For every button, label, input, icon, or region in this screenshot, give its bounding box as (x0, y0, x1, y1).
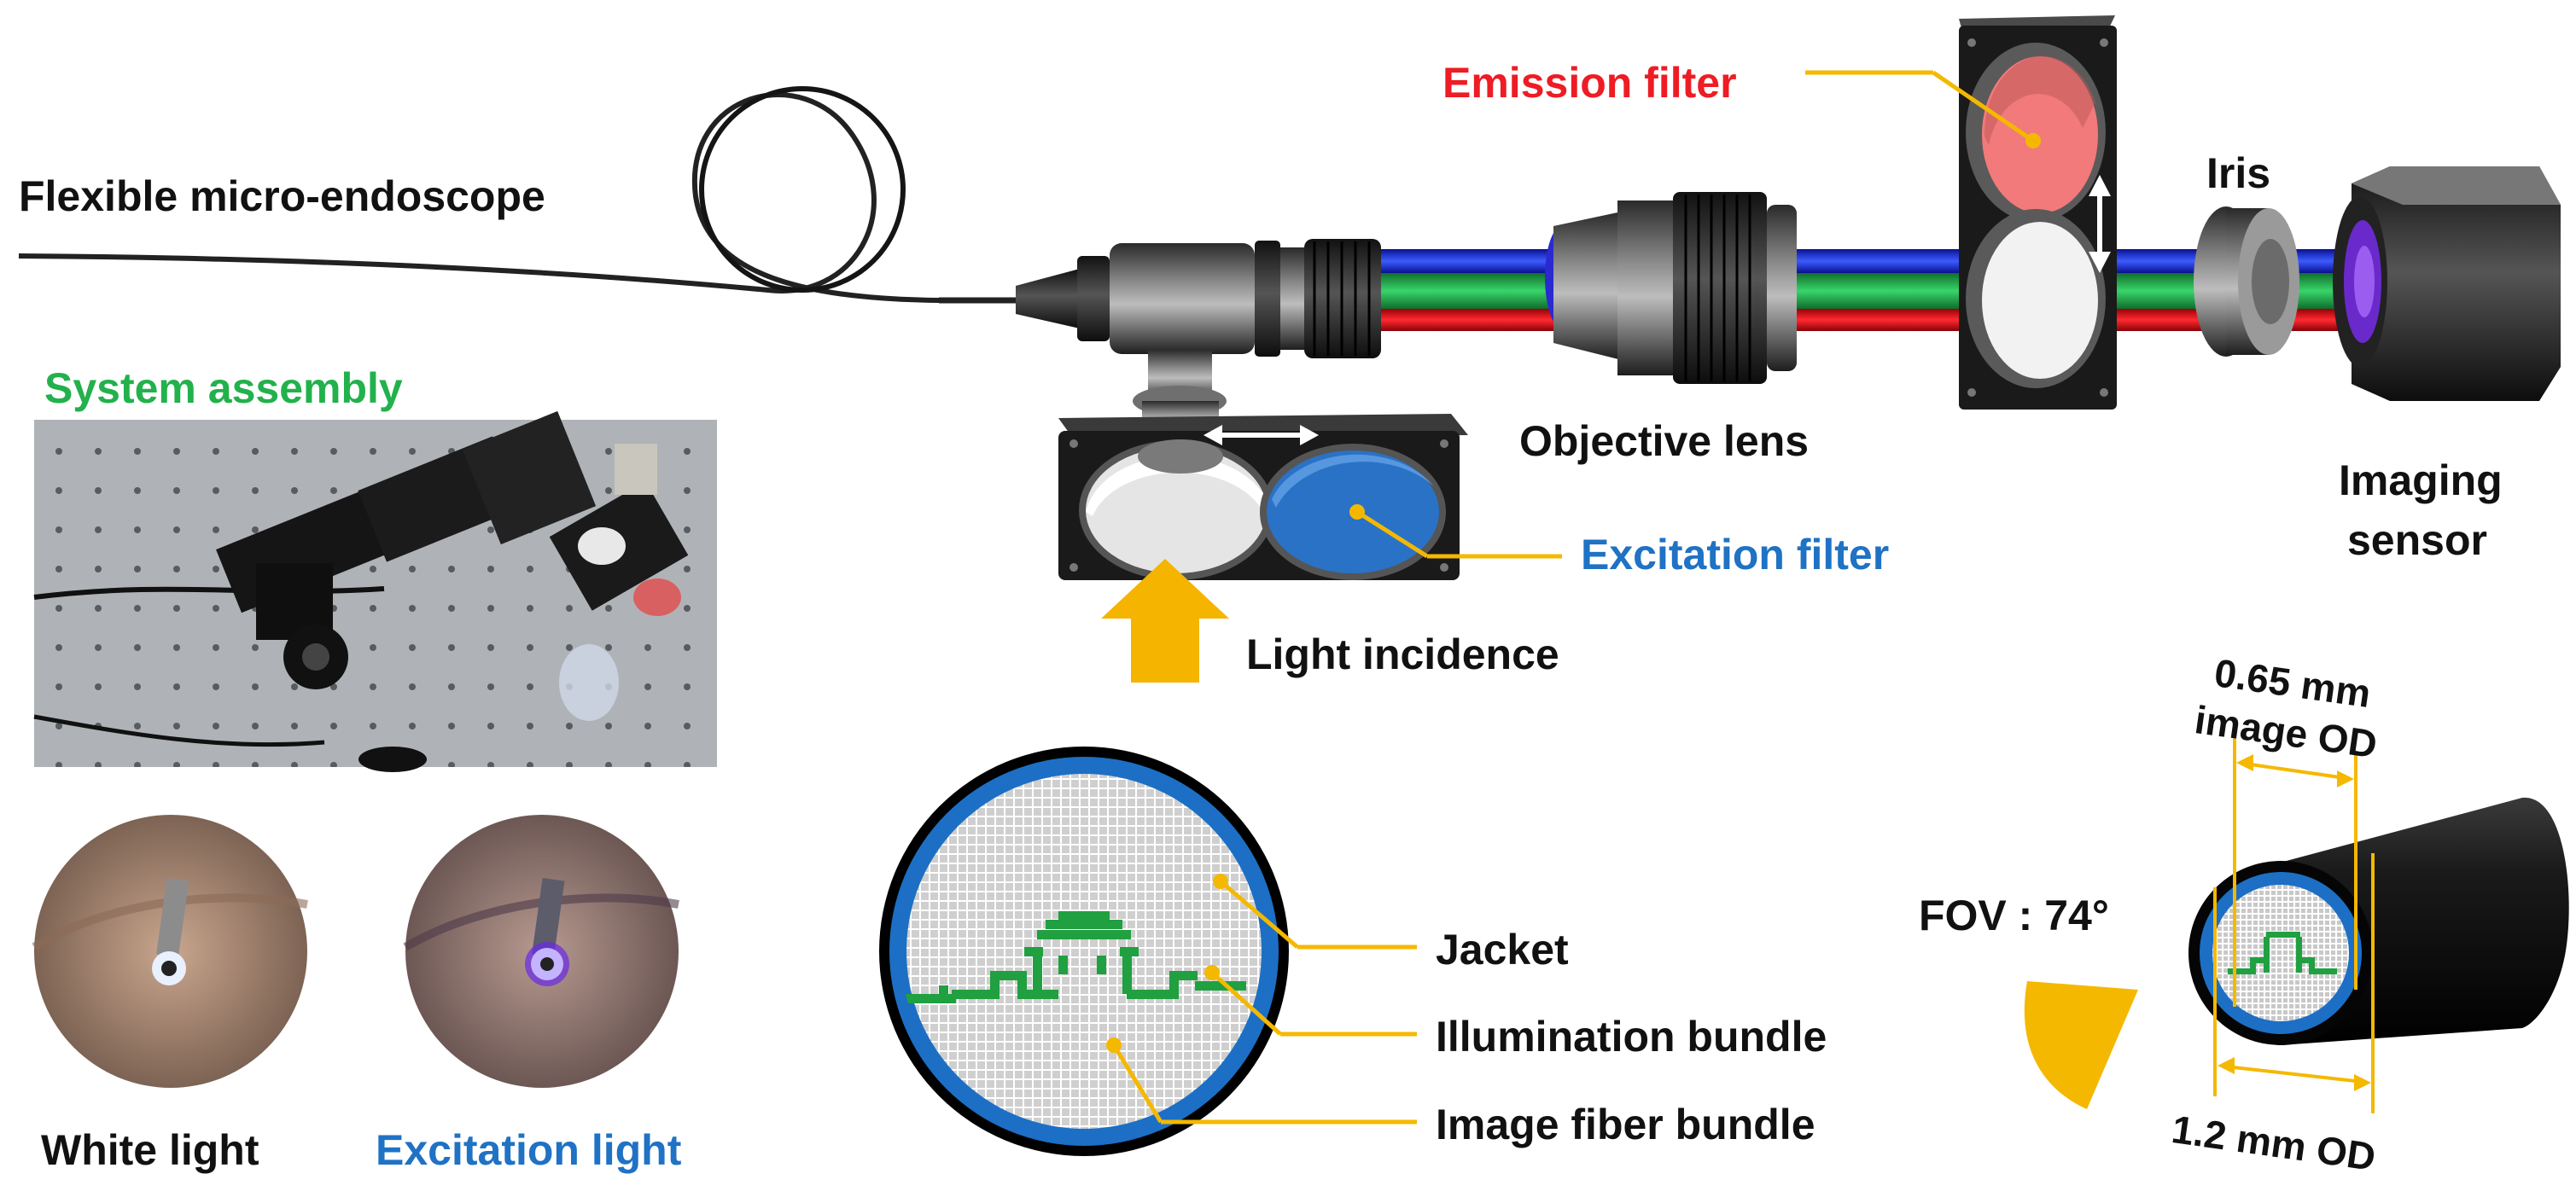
fov-label: FOV : 74° (1919, 892, 2109, 939)
objective-lens (1545, 192, 1797, 384)
system-assembly-photo (33, 410, 717, 772)
endoscope-tip (2188, 797, 2569, 1045)
iris (2194, 206, 2299, 357)
light-beams (1378, 249, 2356, 331)
iris-label: Iris (2206, 149, 2271, 197)
excitation-filter-slider (1058, 414, 1468, 580)
emission-filter-slider (1959, 15, 2117, 410)
white-light-photo (32, 815, 308, 1088)
cross-section-leaders (1111, 880, 1417, 1125)
excitation-leader (1355, 509, 1562, 559)
light-incidence-arrow-icon (1101, 559, 1229, 683)
illumination-bundle-label: Illumination bundle (1436, 1013, 1827, 1061)
excitation-light-label: Excitation light (376, 1126, 682, 1174)
light-incidence-label: Light incidence (1246, 631, 1559, 678)
fiber-cross-section (879, 747, 1289, 1156)
emission-filter-label: Emission filter (1442, 59, 1737, 107)
excitation-light-photo (403, 815, 679, 1088)
system-assembly-label: System assembly (44, 364, 403, 412)
dimension-lines (2213, 734, 2375, 1113)
emission-slider-double-arrow-icon (2089, 175, 2111, 273)
jacket-label: Jacket (1436, 926, 1569, 973)
fov-sector-icon (2024, 981, 2138, 1109)
imaging-sensor (2333, 166, 2561, 401)
imaging-sensor-label-line2: sensor (2347, 516, 2487, 564)
slider-double-arrow-icon (1203, 425, 1319, 445)
white-light-label: White light (41, 1126, 259, 1174)
objective-lens-label: Objective lens (1519, 417, 1810, 465)
flexible-fiber (18, 86, 1030, 304)
imaging-sensor-label-line1: Imaging (2339, 456, 2503, 504)
image-fiber-bundle-label: Image fiber bundle (1436, 1101, 1815, 1148)
flexible-endoscope-label: Flexible micro-endoscope (19, 172, 545, 220)
excitation-filter-label: Excitation filter (1581, 531, 1890, 578)
